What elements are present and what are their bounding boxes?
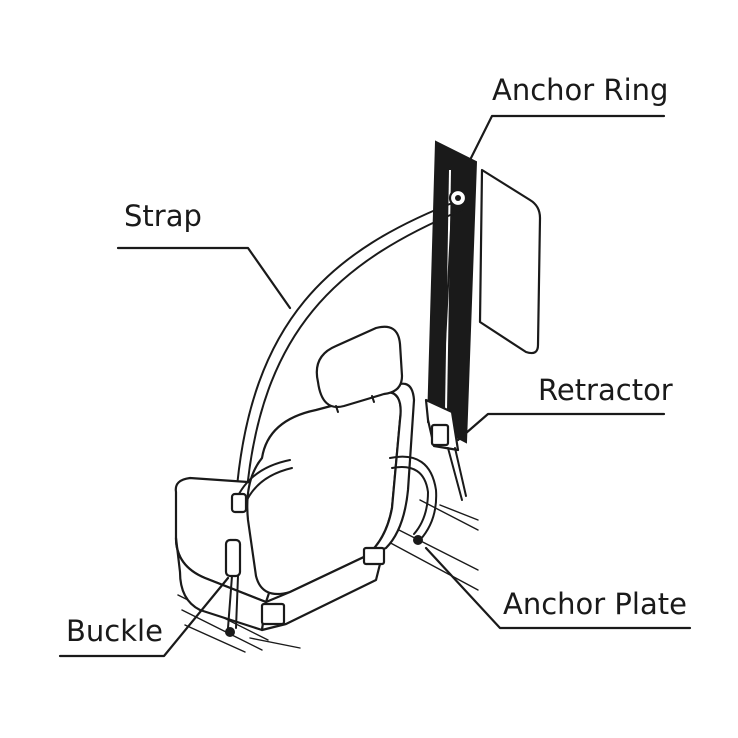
label-anchor-plate: Anchor Plate xyxy=(503,587,687,621)
leader-buckle xyxy=(58,576,230,658)
retractor-unit xyxy=(424,398,467,501)
label-retractor: Retractor xyxy=(538,373,673,407)
car-seat xyxy=(174,325,416,632)
label-buckle: Buckle xyxy=(66,614,163,648)
b-pillar xyxy=(426,140,478,444)
label-anchor-ring: Anchor Ring xyxy=(492,73,668,107)
strap xyxy=(235,199,463,501)
label-strap: Strap xyxy=(124,199,202,233)
anchor-ring xyxy=(448,188,468,208)
anchor-plate-assembly xyxy=(389,455,438,545)
window-panel xyxy=(478,168,542,355)
leader-anchor-ring xyxy=(462,114,666,174)
buckle-assembly xyxy=(224,492,248,637)
leader-anchor-plate xyxy=(424,546,692,630)
leader-lines xyxy=(58,114,692,658)
leader-strap xyxy=(116,246,292,310)
leader-retractor xyxy=(456,412,666,442)
